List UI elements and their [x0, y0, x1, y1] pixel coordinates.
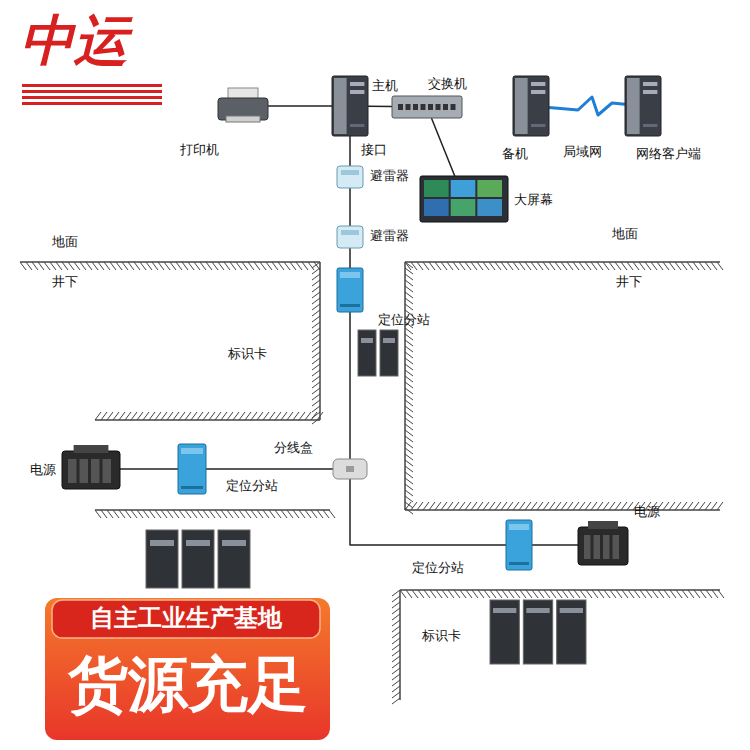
card-icon: 标识卡 [358, 330, 398, 376]
edge-label: 接口 [360, 142, 388, 158]
device-label: 打印机 [180, 142, 219, 158]
banner-text: 自主工业生产基地 [52, 604, 320, 632]
wire-connector [268, 105, 332, 107]
arrester-icon [337, 166, 363, 188]
device-label: 定位分站 [412, 560, 464, 576]
device-label: 备机 [502, 146, 528, 162]
underground-label: 井下 [52, 274, 78, 289]
station-icon: 定位分站 [337, 268, 363, 312]
wire-connector [349, 248, 351, 268]
device-label: 大屏幕 [514, 192, 553, 208]
wire-connector [120, 468, 178, 470]
station-icon [506, 520, 532, 570]
junction-box: 分线盒 [333, 459, 367, 479]
card-icon [490, 600, 586, 664]
station-icon: 定位分站 [506, 520, 532, 570]
device-label: 主机 [372, 78, 398, 94]
wire-connector [532, 544, 578, 546]
ground-label: 地面 [52, 234, 78, 249]
junction-box [333, 459, 367, 479]
wire-connector [368, 105, 392, 107]
switch-icon [392, 96, 462, 118]
printer-icon: 打印机 [218, 88, 268, 124]
station-icon [337, 268, 363, 312]
device-label: 电源 [634, 504, 660, 520]
power-icon [578, 521, 628, 569]
wire-connector [350, 479, 506, 545]
wire-connector [349, 312, 351, 459]
screen-icon [420, 176, 508, 222]
computer-icon: 备机 [513, 76, 549, 136]
logo-text: 中运 [20, 10, 128, 72]
banner [45, 598, 330, 740]
device-label: 定位分站 [378, 312, 430, 328]
station-icon [178, 444, 206, 494]
power-icon: 电源 [578, 521, 628, 569]
switch-icon: 交换机 [392, 96, 462, 118]
wire-connector [206, 468, 333, 470]
device-label: 分线盒 [274, 440, 313, 456]
banner-text: 货源充足 [45, 650, 330, 719]
ground-label: 地面 [612, 226, 638, 241]
arrester-icon [337, 226, 363, 248]
device-label: 交换机 [428, 76, 467, 92]
device-label: 避雷器 [370, 228, 409, 244]
computer-icon: 网络客户端 [625, 76, 661, 136]
power-icon: 电源 [62, 445, 120, 493]
edge-label: 局域网 [562, 144, 603, 160]
arrester-icon: 避雷器 [337, 226, 363, 248]
logo-lines [22, 84, 162, 105]
computer-icon [625, 76, 661, 136]
power-icon [62, 445, 120, 493]
device-label: 网络客户端 [636, 146, 701, 162]
card-icon [358, 330, 398, 376]
device-label: 标识卡 [422, 628, 461, 644]
card-icon: 标识卡 [490, 600, 586, 664]
computer-icon [332, 76, 368, 136]
device-label: 电源 [30, 462, 56, 478]
device-label: 避雷器 [370, 168, 409, 184]
wire-connector [549, 97, 625, 115]
card-group [146, 530, 250, 588]
station-icon: 定位分站 [178, 444, 206, 494]
arrester-icon: 避雷器 [337, 166, 363, 188]
mine-walls [20, 262, 724, 704]
screen-icon: 大屏幕 [420, 176, 508, 222]
wire-connector [349, 188, 351, 226]
wire-connector [431, 118, 454, 176]
underground-label: 井下 [616, 274, 642, 289]
computer-icon: 主机 [332, 76, 368, 136]
device-label: 定位分站 [226, 478, 278, 494]
computer-icon [513, 76, 549, 136]
wire-connector [349, 136, 351, 166]
device-label: 标识卡 [228, 346, 267, 362]
printer-icon [218, 88, 268, 124]
